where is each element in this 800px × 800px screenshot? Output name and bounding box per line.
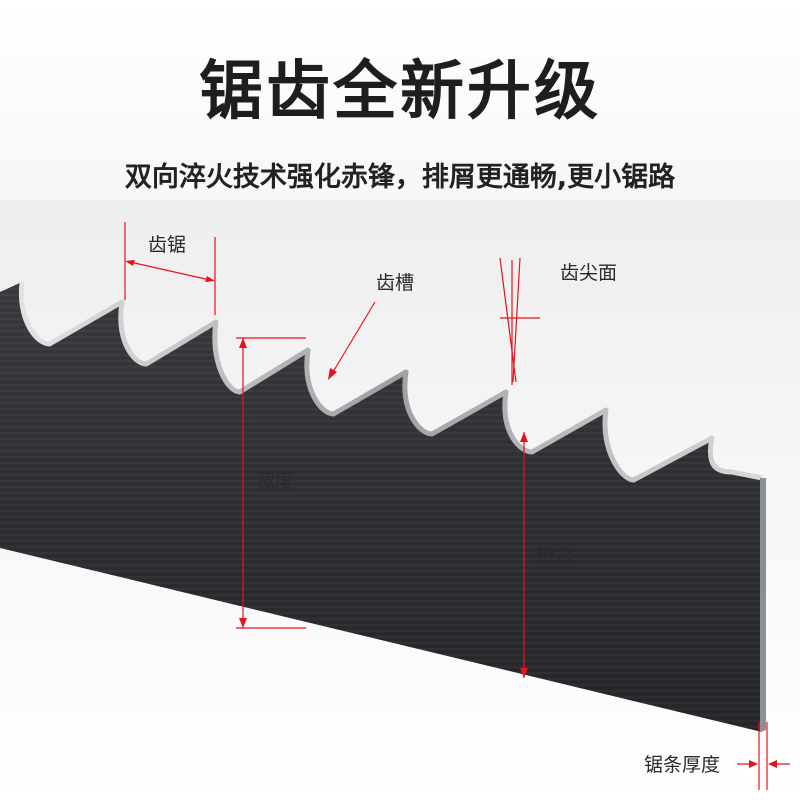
width-label: 宽度 (256, 470, 295, 492)
thickness-label: 锯条厚度 (644, 754, 721, 776)
tooth-face-label: 齿尖面 (560, 262, 618, 284)
saw-tooth-edges (18, 281, 763, 483)
tooth-face-marker (499, 257, 540, 385)
back-label: 带背 (536, 545, 575, 567)
back-dimension (520, 432, 528, 678)
thickness-dimension (737, 722, 790, 790)
gullet-pointer (328, 301, 376, 380)
header-background (0, 0, 800, 200)
tooth-pitch-label: 齿锯 (148, 234, 187, 256)
gullet-label: 齿槽 (376, 272, 415, 294)
tooth-pitch-dimension (124, 222, 216, 315)
saw-blade-texture (0, 282, 762, 732)
page-title: 锯齿全新升级 (199, 55, 601, 129)
width-dimension (236, 337, 306, 629)
blade-side-face (760, 478, 766, 732)
page-subtitle: 双向淬火技术强化赤锋，排屑更通畅,更小锯路 (124, 162, 676, 193)
